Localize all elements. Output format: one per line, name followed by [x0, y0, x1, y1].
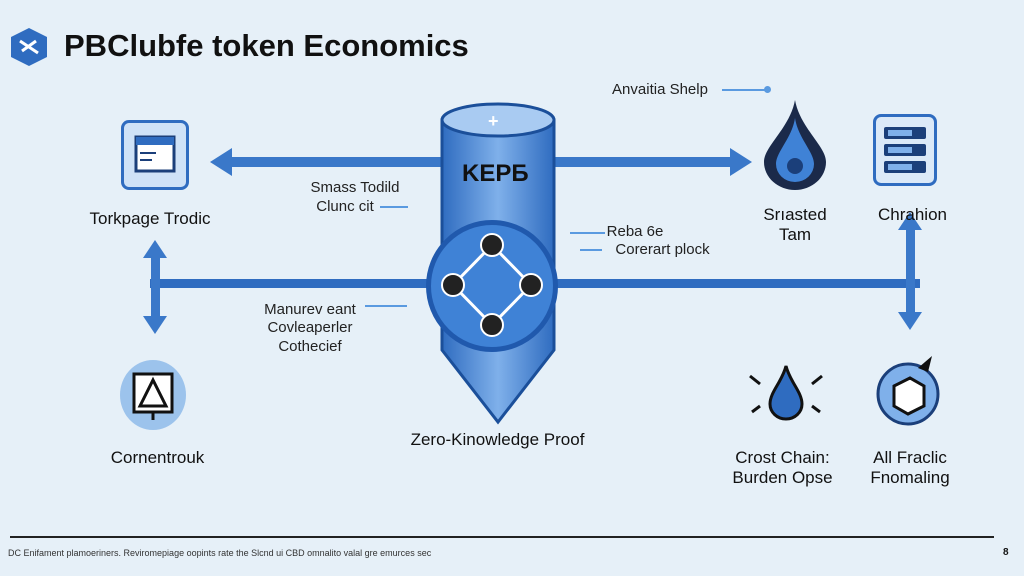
- node-label-chrahion: Chrahion: [878, 205, 947, 224]
- network-triangle-icon: [120, 360, 186, 430]
- annotation-line: [365, 305, 407, 307]
- annotation-left-lower-3: Cothecief: [278, 338, 342, 355]
- right-vertical-connector: [906, 228, 915, 318]
- node-label-crost-chain: Crost Chain: Burden Opse: [720, 448, 845, 488]
- node-label-cornentrouk: Cornentrouk: [110, 448, 205, 467]
- node-label-text: Srıasted Tam: [763, 205, 827, 244]
- annotation-dot: [764, 86, 771, 93]
- arrow-head-up-left: [143, 240, 167, 258]
- annotation-left-lower-1: Manurev eant: [264, 301, 356, 318]
- center-caption: Zero-Kinowledge Proof: [410, 430, 585, 449]
- annotation-line: [580, 249, 602, 251]
- footer-divider: [10, 536, 994, 538]
- globe-cube-icon: [874, 352, 942, 430]
- annotation-left-upper-1: Smass Todild: [310, 179, 400, 196]
- arrow-left: [225, 157, 445, 167]
- plus-icon: +: [488, 111, 499, 131]
- arrow-right: [552, 157, 732, 167]
- droplet-icon: [744, 362, 828, 422]
- annotation-line: [722, 89, 766, 91]
- node-label-text: Crost Chain: Burden Opse: [732, 448, 833, 487]
- footer-text: DC Enifament plamoeriners. Reviromepiage…: [8, 548, 432, 558]
- teardrop-icon: [760, 98, 830, 192]
- annotation-line: [570, 232, 605, 234]
- cylinder-label: KEPБ: [462, 160, 529, 187]
- logo-icon: [10, 27, 48, 67]
- arrow-head-down-right: [898, 312, 922, 330]
- page-title: PBClubfe token Economics: [64, 28, 469, 63]
- network-circle: [426, 220, 558, 352]
- annotation-left-lower-2: Covleaperler: [267, 319, 353, 336]
- annotation-top-right: Anvaitia Shelp: [612, 81, 708, 98]
- browser-window-icon: [121, 120, 189, 190]
- node-label-sriasted: Srıasted Tam: [740, 205, 850, 245]
- annotation-right-mid-1: Reba 6e: [606, 223, 664, 240]
- left-vertical-connector: [151, 255, 160, 320]
- server-stack-icon: [873, 114, 937, 186]
- annotation-line: [380, 206, 408, 208]
- arrow-head-down-left: [143, 316, 167, 334]
- node-label-text: All Fraclic Fnomaling: [870, 448, 950, 487]
- annotation-right-mid-2: Corerart plock: [615, 241, 710, 258]
- annotation-left-upper-2: Clunc cit: [316, 198, 374, 215]
- page-number: 8: [1003, 547, 1009, 558]
- node-label-all-fraclic: All Fraclic Fnomaling: [855, 448, 965, 488]
- arrow-head-left: [210, 148, 232, 176]
- arrow-head-right: [730, 148, 752, 176]
- arrow-head-up-right: [898, 212, 922, 230]
- node-label-torkpage: Torkpage Trodic: [89, 209, 211, 228]
